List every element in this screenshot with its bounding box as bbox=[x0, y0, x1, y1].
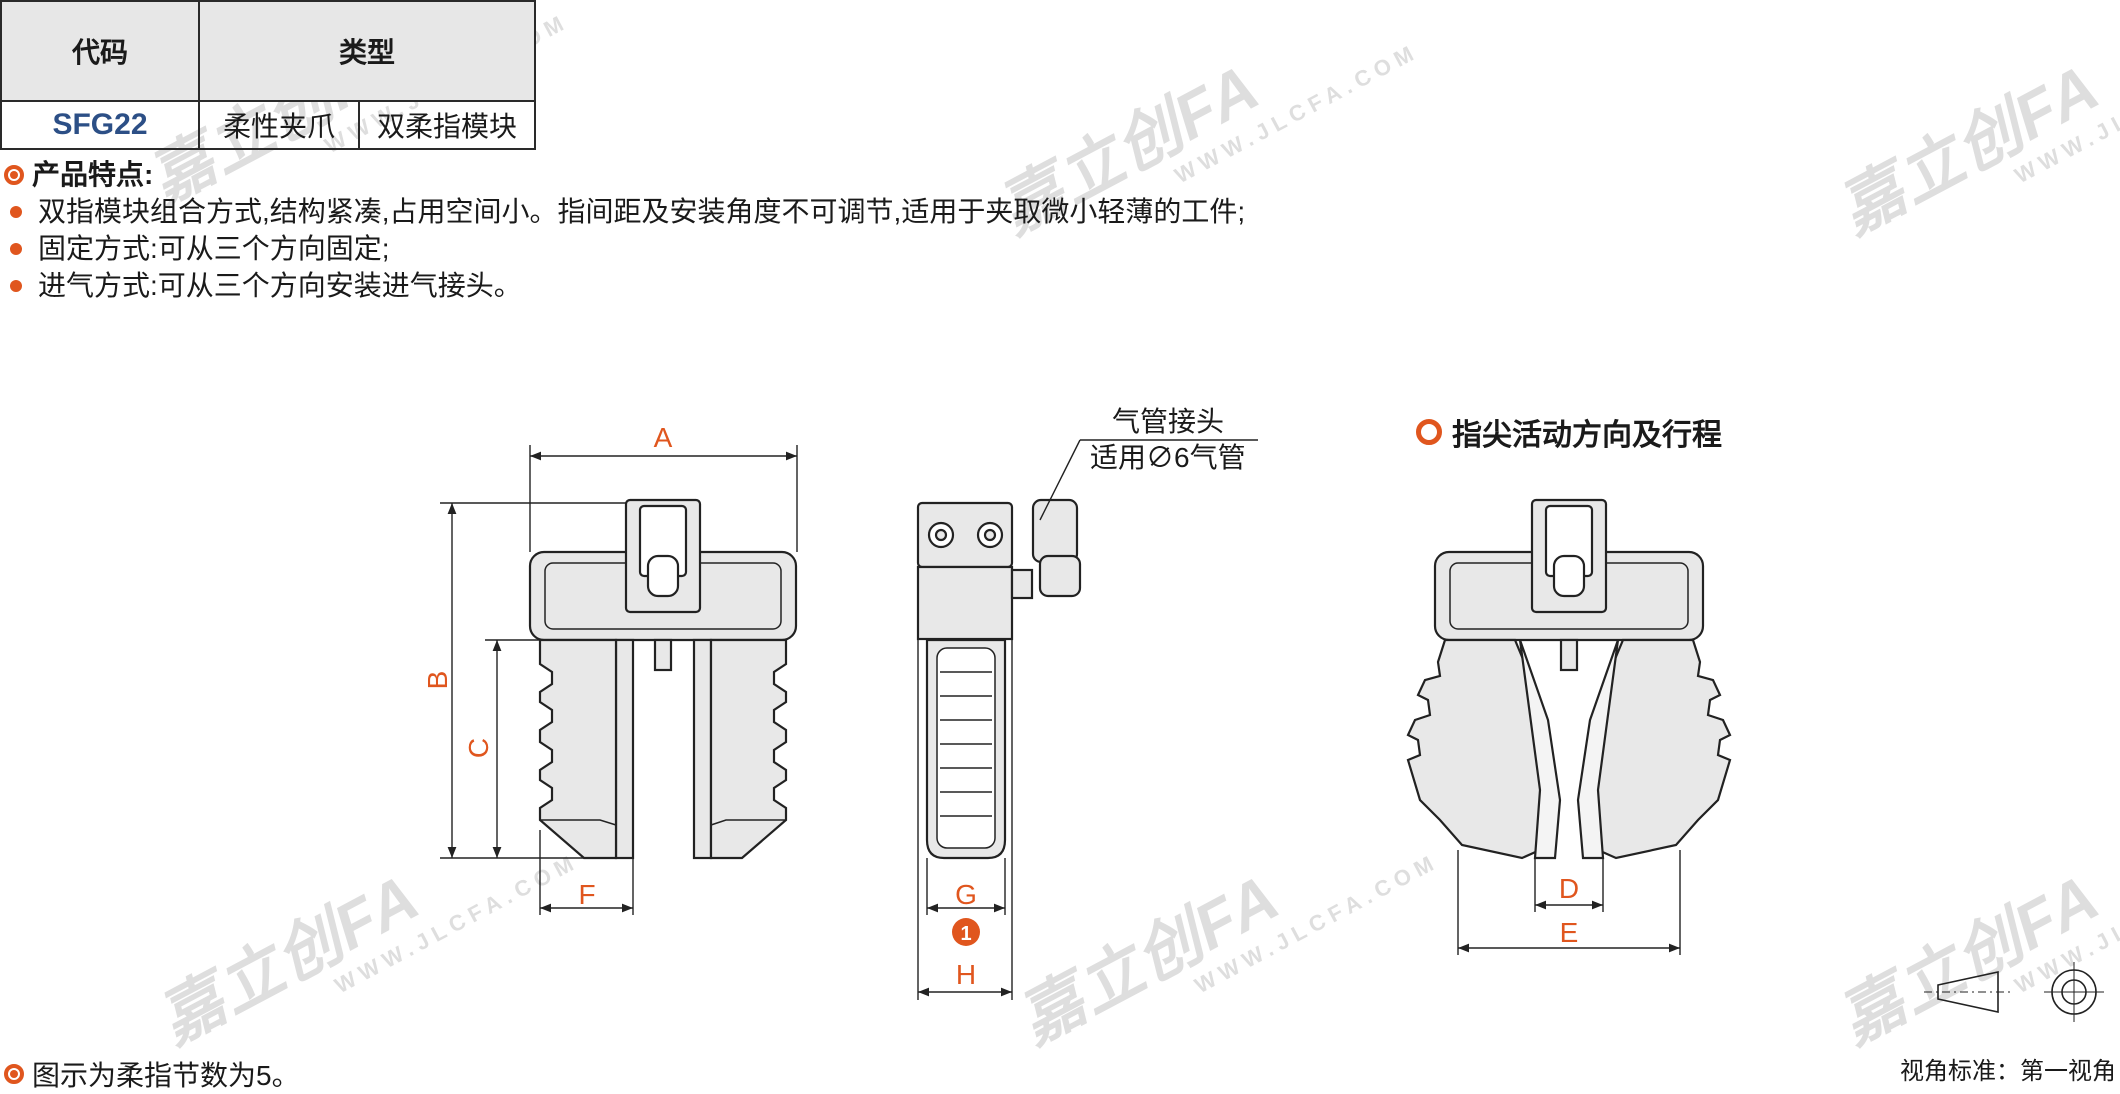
bullet-icon bbox=[10, 242, 22, 255]
motion-view bbox=[1406, 498, 1732, 860]
product-code: SFG22 bbox=[0, 100, 200, 150]
dim-label-d: D bbox=[1559, 873, 1579, 904]
target-icon bbox=[4, 1064, 24, 1084]
footer-note: 图示为柔指节数为5。 bbox=[4, 1054, 300, 1094]
fitting-label: 气管接头 bbox=[1112, 406, 1224, 437]
view-standard: 视角标准：第一视角 bbox=[1900, 1058, 2116, 1085]
feature-block: 产品特点: 双指模块组合方式,结构紧凑,占用空间小。指间距及安装角度不可调节,适… bbox=[4, 156, 1245, 304]
dim-label-e: E bbox=[1560, 917, 1579, 948]
right-finger bbox=[709, 638, 788, 860]
feature-title: 产品特点: bbox=[4, 156, 1245, 193]
callout-badge: 1 bbox=[960, 923, 971, 945]
dim-label-h: H bbox=[956, 959, 976, 990]
spec-table: 代码 类型 SFG22 柔性夹爪 双柔指模块 bbox=[0, 0, 536, 150]
fitting-note: 适用∅6气管 bbox=[1090, 442, 1246, 473]
side-view bbox=[916, 498, 1082, 860]
dim-label-g: G bbox=[955, 879, 977, 910]
header-code: 代码 bbox=[0, 0, 200, 102]
elbow-fitting bbox=[1031, 498, 1079, 564]
type-cell-1: 柔性夹爪 bbox=[198, 100, 360, 150]
ring-icon bbox=[1416, 419, 1442, 445]
dim-label-a: A bbox=[654, 422, 673, 453]
first-angle-projection-icon bbox=[1924, 962, 2104, 1022]
dim-label-c: C bbox=[463, 738, 494, 758]
header-type: 类型 bbox=[198, 0, 536, 102]
type-cell-2: 双柔指模块 bbox=[358, 100, 536, 150]
target-icon bbox=[4, 164, 24, 185]
dim-label-b: B bbox=[422, 671, 453, 690]
section-title: 指尖活动方向及行程 bbox=[1416, 410, 1722, 454]
dim-label-f: F bbox=[578, 879, 595, 910]
left-finger bbox=[538, 638, 618, 860]
feature-item: 双指模块组合方式,结构紧凑,占用空间小。指间距及安装角度不可调节,适用于夹取微小… bbox=[4, 193, 1245, 230]
feature-item: 固定方式:可从三个方向固定; bbox=[4, 230, 1245, 267]
callout-badge-icon bbox=[952, 918, 980, 946]
front-view bbox=[528, 498, 798, 860]
bullet-icon bbox=[10, 205, 22, 218]
bullet-icon bbox=[10, 279, 22, 292]
feature-item: 进气方式:可从三个方向安装进气接头。 bbox=[4, 267, 1245, 304]
